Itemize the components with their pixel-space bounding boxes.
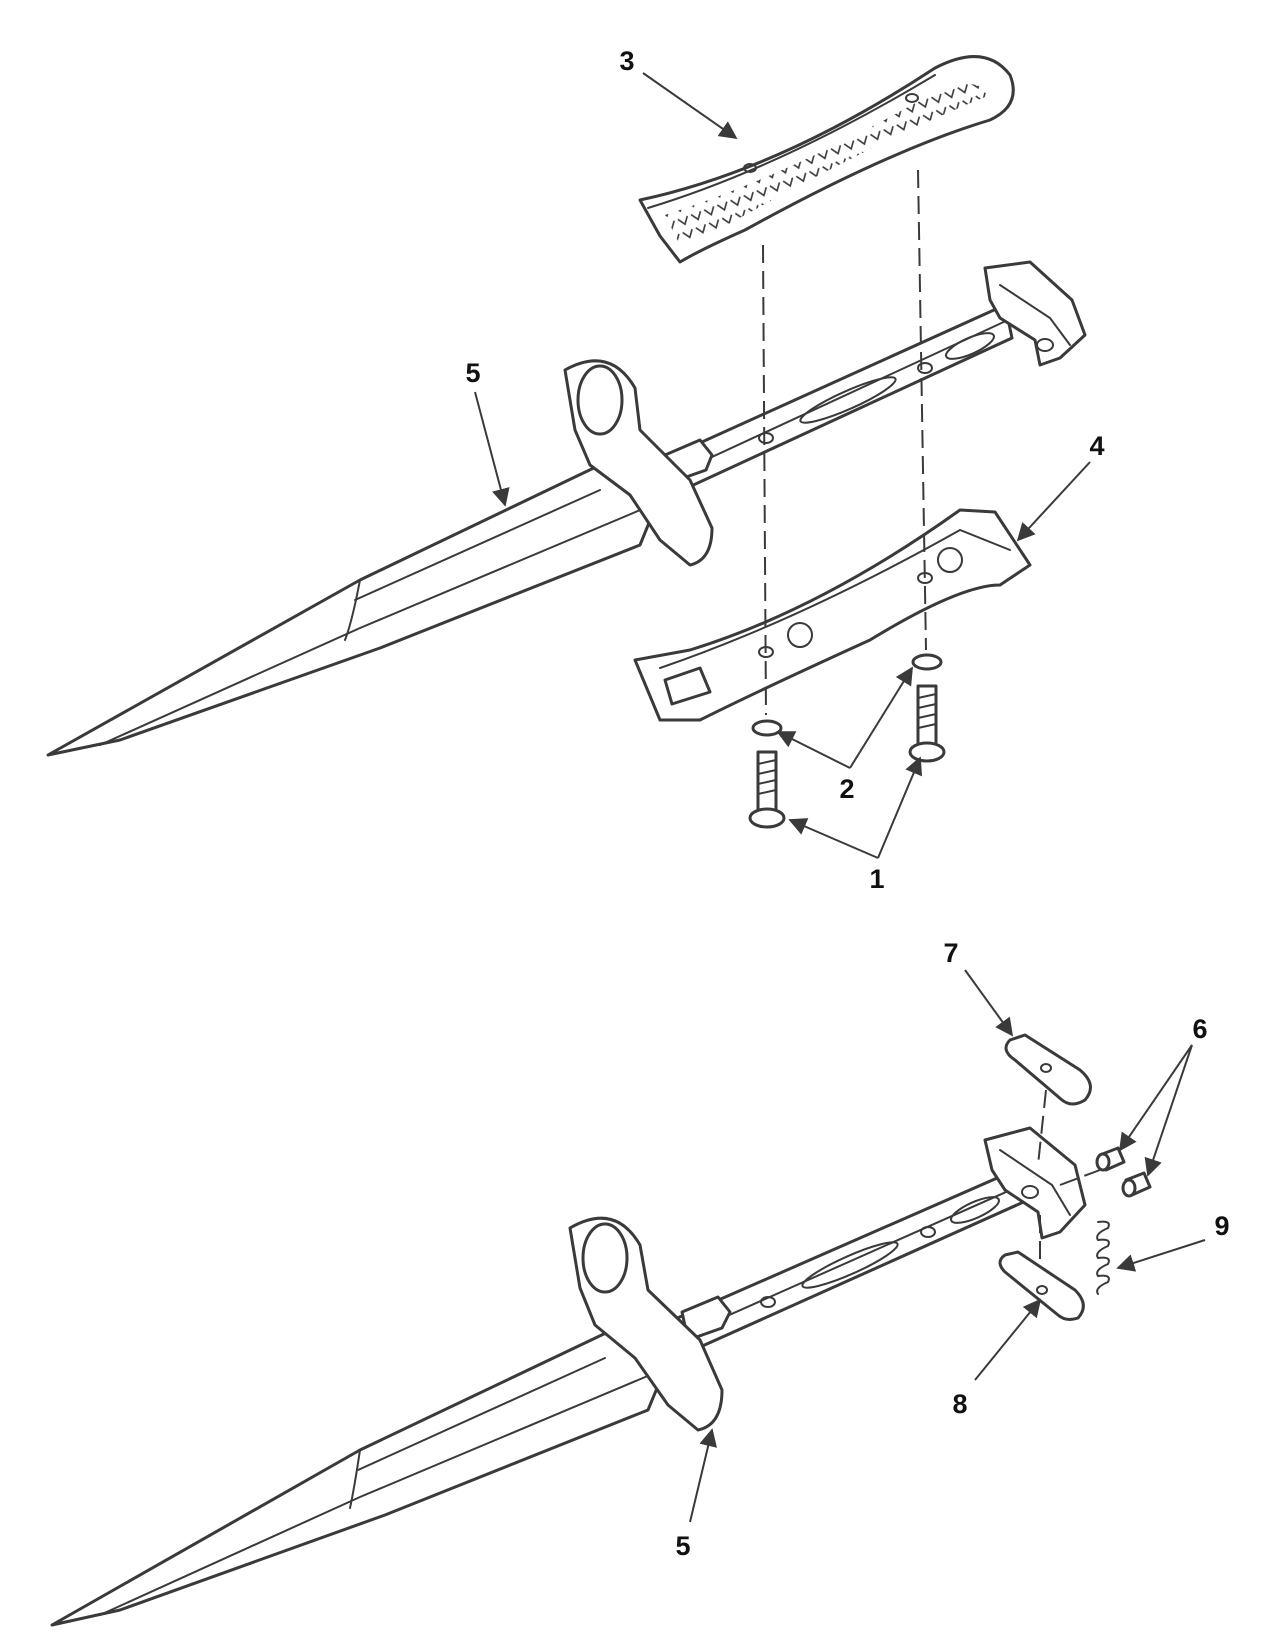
crossguard-bottom (568, 1216, 724, 1432)
callout-7: 7 (943, 938, 958, 968)
leader-lines (474, 72, 1206, 1523)
latch-lower (998, 1250, 1085, 1321)
grip-scale-top (638, 55, 1015, 264)
screw-right (908, 684, 946, 763)
tang-frame-top (638, 260, 1087, 507)
screw-left (748, 750, 786, 829)
callout-4: 4 (1089, 431, 1104, 461)
blade-top (46, 463, 657, 757)
callout-6: 6 (1192, 1014, 1207, 1044)
callout-3: 3 (619, 46, 634, 76)
tang-frame-bottom (648, 1126, 1087, 1367)
bottom-assembly (50, 1033, 1152, 1627)
callout-5-top: 5 (465, 358, 480, 388)
crossguard-top (563, 359, 714, 567)
pins (1095, 1146, 1152, 1198)
spring (1096, 1220, 1110, 1295)
callout-5-bottom: 5 (675, 1531, 690, 1561)
callout-labels: 3 4 5 2 1 7 6 9 8 5 (465, 46, 1229, 1561)
blade-bottom (50, 1330, 664, 1627)
latch-upper (1004, 1033, 1092, 1106)
callout-8: 8 (952, 1389, 967, 1419)
callout-1: 1 (869, 864, 884, 894)
lock-washers (751, 653, 943, 737)
callout-9: 9 (1214, 1211, 1229, 1241)
top-assembly (46, 55, 1087, 829)
callout-2: 2 (839, 774, 854, 804)
